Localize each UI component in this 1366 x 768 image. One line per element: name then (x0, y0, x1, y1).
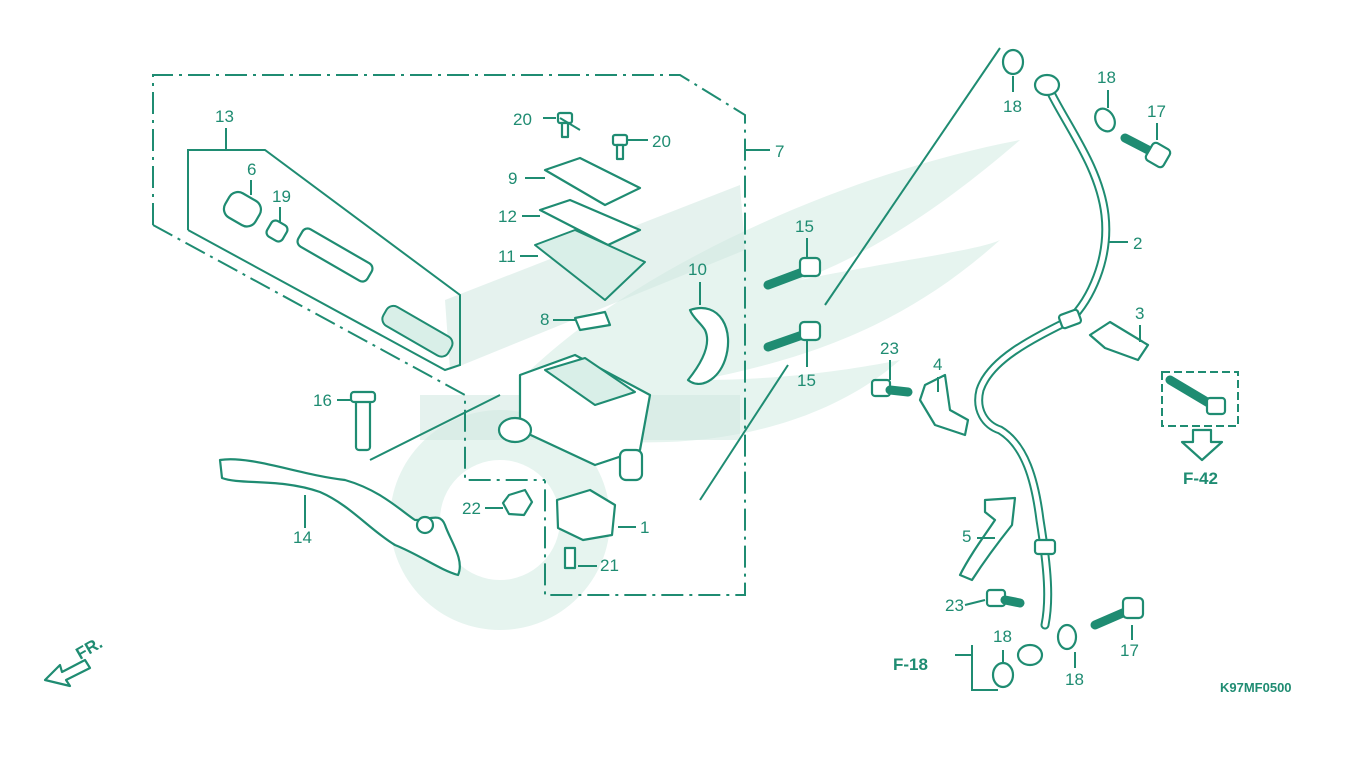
callout-labels: 1 2 3 4 5 6 7 8 9 10 11 12 13 14 15 15 1… (215, 68, 1166, 689)
callout-10: 10 (688, 260, 707, 279)
callout-21: 21 (600, 556, 619, 575)
stop-switch (555, 488, 617, 570)
f18-bracket (971, 645, 998, 691)
callout-15-upper: 15 (795, 217, 814, 236)
pivot-bolt (349, 390, 377, 452)
callout-5: 5 (962, 527, 971, 546)
callout-14: 14 (293, 528, 312, 547)
callout-18-c: 18 (993, 627, 1012, 646)
brake-hose (974, 73, 1111, 667)
hose-guide-4 (870, 373, 970, 437)
cap-screws (556, 111, 629, 161)
piston-kit (222, 190, 454, 358)
callout-23-b: 23 (945, 596, 964, 615)
brake-lever (218, 458, 461, 577)
front-direction-arrow-icon (43, 658, 92, 688)
callout-1: 1 (640, 518, 649, 537)
reference-arrow-icon (1180, 428, 1224, 462)
leader-lines (369, 47, 1001, 501)
master-cylinder (497, 353, 652, 482)
oil-bolts-17 (1090, 133, 1172, 630)
callout-22: 22 (462, 499, 481, 518)
callout-4: 4 (933, 355, 942, 374)
reference-f18: F-18 (893, 655, 928, 674)
callout-16: 16 (313, 391, 332, 410)
callout-20-b: 20 (652, 132, 671, 151)
callout-18-b: 18 (1097, 68, 1116, 87)
callout-ticks (225, 76, 1158, 668)
callout-17-upper: 17 (1147, 102, 1166, 121)
callout-7: 7 (775, 142, 784, 161)
lever-pivot (415, 515, 435, 535)
callout-17-lower: 17 (1120, 641, 1139, 660)
callout-8: 8 (540, 310, 549, 329)
holder (686, 307, 730, 385)
hose-guide-5 (958, 496, 1025, 608)
nut (501, 488, 534, 517)
diagram-code: K97MF0500 (1220, 680, 1292, 695)
reservoir-cap (534, 156, 646, 301)
callout-13: 13 (215, 107, 234, 126)
callout-19: 19 (272, 187, 291, 206)
plate (573, 310, 612, 332)
hose-clamp-3 (1088, 320, 1239, 427)
callout-15-lower: 15 (797, 371, 816, 390)
callout-18-d: 18 (1065, 670, 1084, 689)
front-marker-label: FR. (73, 633, 106, 663)
callout-6: 6 (247, 160, 256, 179)
watermark-logo (390, 140, 1020, 630)
callout-23-a: 23 (880, 339, 899, 358)
sealing-washers (991, 48, 1116, 689)
callout-12: 12 (498, 207, 517, 226)
callout-2: 2 (1133, 234, 1142, 253)
callout-3: 3 (1135, 304, 1144, 323)
group-outline-7 (152, 74, 770, 596)
callout-9: 9 (508, 169, 517, 188)
group-outline-13 (187, 149, 461, 372)
callout-20-a: 20 (513, 110, 532, 129)
reference-f42: F-42 (1183, 469, 1218, 488)
callout-11: 11 (498, 247, 516, 266)
oil-bolts-15 (763, 256, 822, 352)
callout-18-a: 18 (1003, 97, 1022, 116)
